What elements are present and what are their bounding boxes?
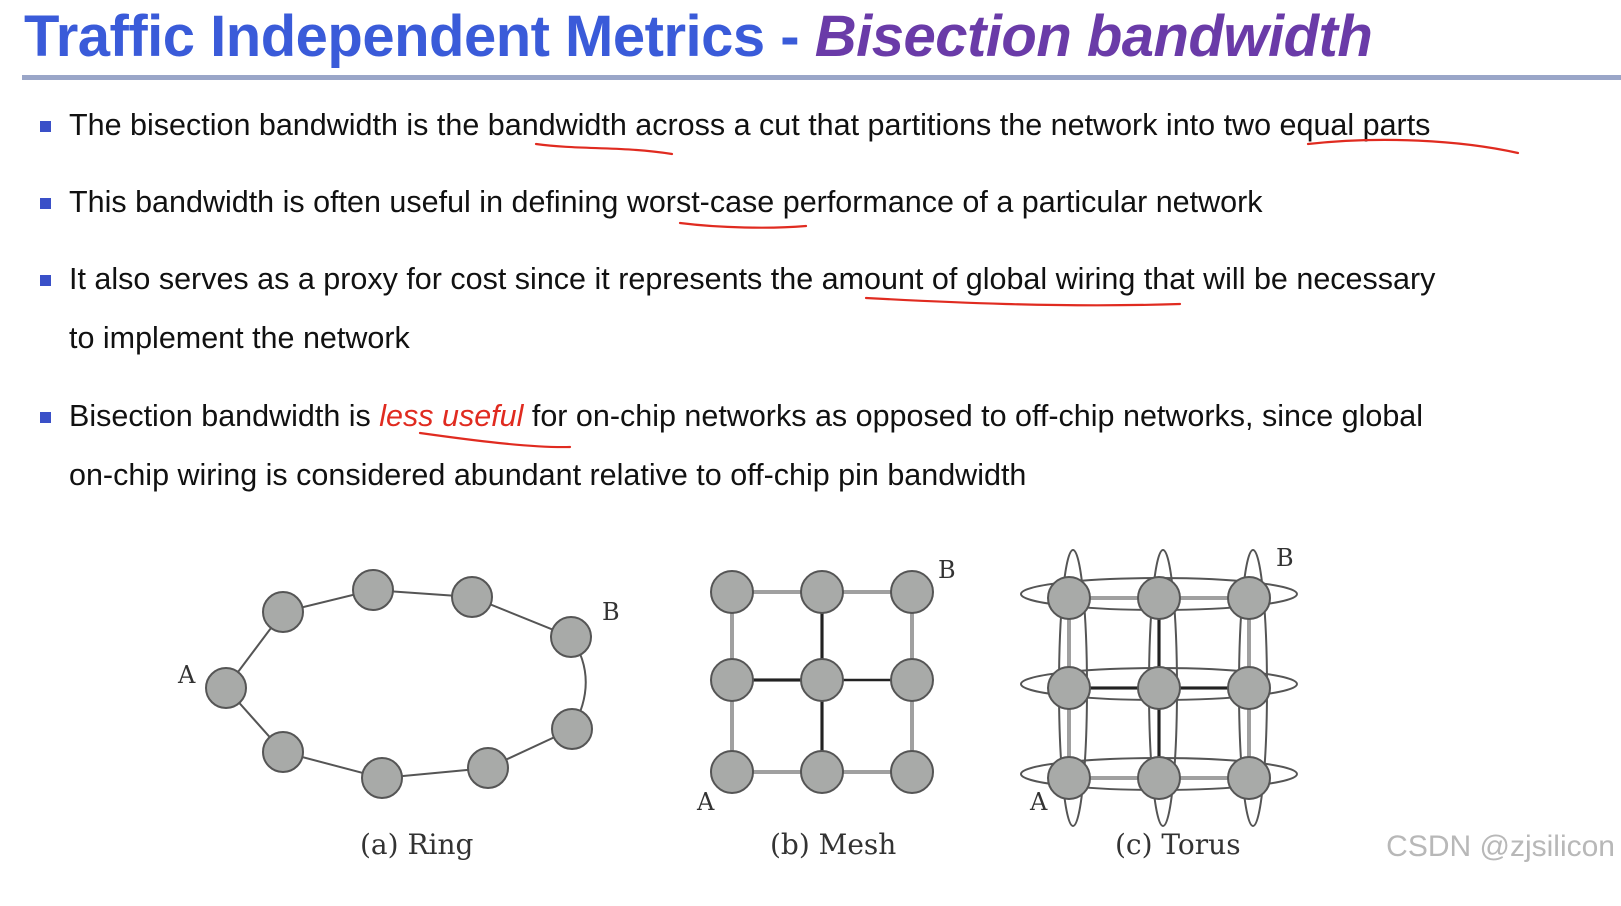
bullet-text: It also serves as a proxy for cost since… [69,262,1436,296]
ring-link-path [224,588,587,780]
ring-node [361,757,403,799]
bullet-text-continued: to implement the network [69,321,410,355]
bullet-text: The bisection bandwidth is the bandwidth… [69,108,1431,142]
bullet-text: Bisection bandwidth is less useful for o… [69,387,1423,446]
bullet-square-icon [40,275,51,286]
ring-node [262,731,304,773]
ring-node [551,708,593,750]
mesh-node [800,750,844,794]
title-subtitle: Bisection bandwidth [814,4,1373,69]
bullet-square-icon [40,412,51,423]
torus-node [1227,666,1271,710]
mesh-caption: (b) Mesh [770,828,897,861]
mesh-label-b: B [938,556,956,584]
torus-node [1137,756,1181,800]
ring-label-b: B [602,598,620,626]
ring-caption: (a) Ring [360,828,474,861]
torus-node [1137,666,1181,710]
title-main: Traffic Independent Metrics - [24,4,815,69]
mesh-node [710,570,754,614]
torus-node [1047,756,1091,800]
bullet-text-start: Bisection bandwidth is [69,399,380,433]
watermark: CSDN @zjsilicon [1386,830,1615,863]
emphasis-text: less useful [379,399,524,433]
mesh-node [890,570,934,614]
torus-label-b: B [1276,544,1294,572]
ring-node [467,747,509,789]
slide-title: Traffic Independent Metrics - Bisection … [24,0,1373,74]
torus-node [1137,576,1181,620]
torus-caption: (c) Torus [1115,828,1241,861]
bullet-text-end: for on-chip networks as opposed to off-c… [523,399,1424,433]
mesh-label-a: A [696,788,715,816]
torus-node [1047,576,1091,620]
mesh-node [710,750,754,794]
title-divider [22,75,1621,80]
torus-node [1227,756,1271,800]
mesh-node [800,658,844,702]
bullet-square-icon [40,198,51,209]
bullet-text: This bandwidth is often useful in defini… [69,185,1263,219]
mesh-node [890,658,934,702]
torus-label-a: A [1029,788,1048,816]
ring-node [352,569,394,611]
ring-label-a: A [177,661,196,689]
mesh-node [890,750,934,794]
ring-node [550,616,592,658]
ring-node [205,667,247,709]
ring-node [262,591,304,633]
torus-figure: A B [1020,544,1298,827]
bullet-text-continued: on-chip wiring is considered abundant re… [69,458,1027,492]
mesh-figure: A B [696,556,956,816]
bullet-square-icon [40,121,51,132]
ring-figure: A B [177,569,620,799]
ring-node [451,576,493,618]
mesh-node [710,658,754,702]
torus-node [1227,576,1271,620]
mesh-node [800,570,844,614]
torus-node [1047,666,1091,710]
